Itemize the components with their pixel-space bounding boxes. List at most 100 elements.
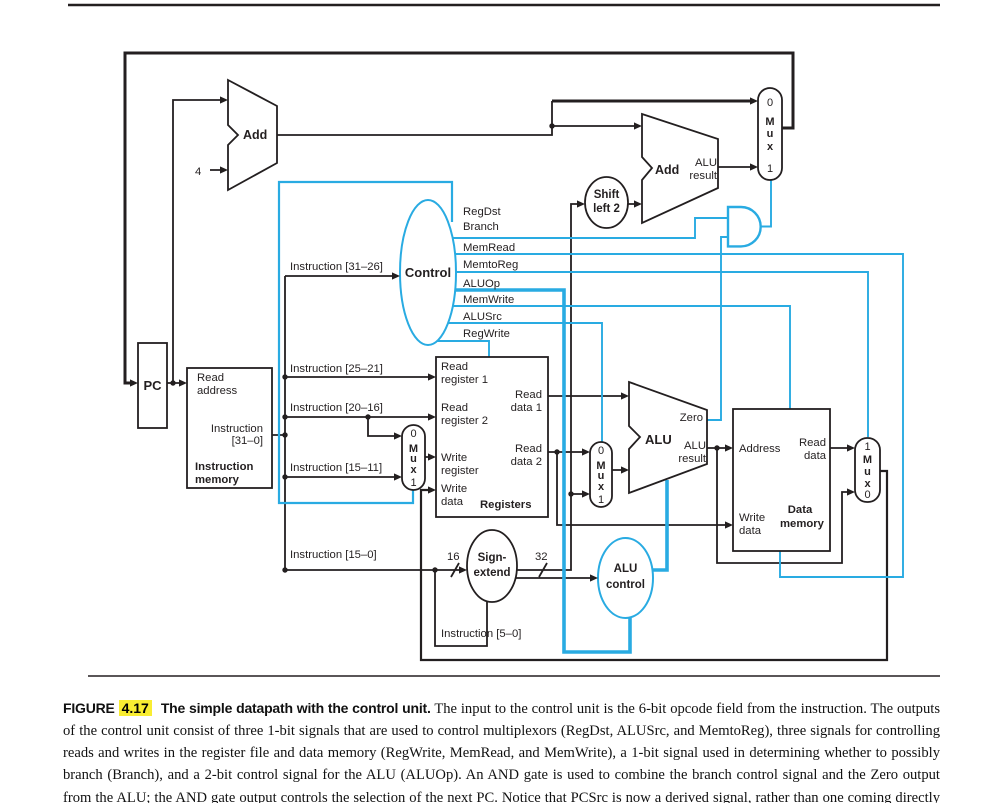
control-wires-thin bbox=[428, 180, 904, 578]
figure-number: 4.17 bbox=[118, 699, 152, 716]
pc-label: PC bbox=[143, 378, 162, 393]
signal-memread: MemRead bbox=[463, 242, 515, 254]
signal-branch: Branch bbox=[463, 221, 499, 233]
reg-write-data-b: data bbox=[441, 496, 464, 508]
instr-25-21-label: Instruction [25–21] bbox=[290, 363, 383, 375]
branch-adder-shape bbox=[641, 112, 719, 225]
regdst-mux-m: M bbox=[409, 443, 418, 455]
regdst-mux-x: x bbox=[410, 464, 417, 476]
signal-aluop: ALUOp bbox=[463, 278, 500, 290]
instruction-memory-box bbox=[186, 367, 273, 489]
reg-write-register-b: register bbox=[441, 465, 479, 477]
alu-label: ALU bbox=[645, 432, 672, 447]
pcsrc-mux bbox=[757, 87, 783, 181]
pc-increment-label: 4 bbox=[195, 166, 201, 178]
branch-adder-result-2: result bbox=[689, 170, 717, 182]
reg-write-data-a: Write bbox=[441, 483, 467, 495]
im-instruction-1: Instruction bbox=[211, 423, 263, 435]
pc-adder-shape bbox=[227, 78, 278, 192]
dm-write-data-a: Write bbox=[739, 512, 765, 524]
branch-adder-result-1: ALU bbox=[695, 157, 717, 169]
reg-read-data-1a: Read bbox=[515, 389, 542, 401]
im-instruction-2: [31–0] bbox=[232, 435, 263, 447]
alusrc-mux-x: x bbox=[598, 481, 605, 493]
shift-left-2-label-1: Shift bbox=[594, 189, 620, 201]
alu-result-2: result bbox=[678, 453, 706, 465]
dm-name-2: memory bbox=[780, 518, 825, 530]
pcsrc-mux-1: 1 bbox=[767, 163, 773, 175]
page-rules bbox=[68, 3, 940, 677]
sign-extend-label-2: extend bbox=[473, 567, 510, 579]
control-label: Control bbox=[405, 265, 451, 280]
wire-labels: Instruction [31–26] Instruction [25–21] … bbox=[195, 166, 548, 640]
alu-control-oval bbox=[597, 537, 654, 619]
alu-control-label-2: control bbox=[606, 579, 645, 591]
signal-regdst: RegDst bbox=[463, 206, 502, 218]
memtoreg-mux-x: x bbox=[864, 478, 871, 490]
im-name-1: Instruction bbox=[195, 461, 253, 473]
add-label: Add bbox=[243, 128, 267, 142]
alusrc-mux-0: 0 bbox=[598, 445, 604, 457]
control-signal-labels: RegDst Branch MemRead MemtoReg ALUOp Mem… bbox=[463, 206, 518, 340]
sign-extend-oval bbox=[466, 529, 518, 603]
regdst-mux-u: u bbox=[410, 453, 417, 465]
pcsrc-mux-u: u bbox=[767, 128, 774, 140]
reg-read-data-1b: data 1 bbox=[511, 402, 542, 414]
alu-control-label-1: ALU bbox=[614, 563, 638, 575]
memtoreg-mux-m: M bbox=[863, 454, 872, 466]
mux-labels: 0 M u x 1 0 M u x 1 0 M u x 1 1 M u x 0 bbox=[409, 97, 872, 506]
datapath-diagram: Instruction [31–26] Instruction [25–21] … bbox=[68, 3, 940, 677]
pcsrc-mux-m: M bbox=[765, 116, 774, 128]
memtoreg-mux bbox=[854, 437, 881, 503]
alu-shape bbox=[628, 380, 708, 495]
dm-name-1: Data bbox=[788, 504, 813, 516]
memtoreg-mux-u: u bbox=[864, 466, 871, 478]
reg-read-data-2b: data 2 bbox=[511, 456, 542, 468]
im-read-address-1: Read bbox=[197, 372, 224, 384]
registers-labels: Read register 1 Read data 1 Read registe… bbox=[441, 361, 542, 511]
reg-read-data-2a: Read bbox=[515, 443, 542, 455]
alusrc-mux bbox=[589, 441, 613, 508]
im-read-address-2: address bbox=[197, 385, 238, 397]
caption-title: The simple datapath with the control uni… bbox=[160, 699, 431, 716]
pc-loop-wires bbox=[123, 51, 795, 385]
writeback-wrap-wire bbox=[419, 469, 889, 662]
regdst-mux bbox=[401, 424, 426, 491]
regdst-frame-wire bbox=[277, 180, 454, 505]
pcsrc-mux-0: 0 bbox=[767, 97, 773, 109]
reg-read-register-1b: register 1 bbox=[441, 374, 488, 386]
alusrc-mux-1: 1 bbox=[598, 494, 604, 506]
bus-width-32-label: 32 bbox=[535, 551, 548, 563]
bus-width-16-label: 16 bbox=[447, 551, 460, 563]
blocks bbox=[137, 78, 881, 603]
memtoreg-mux-0: 0 bbox=[864, 489, 870, 501]
instr-15-11-label: Instruction [15–11] bbox=[290, 462, 382, 474]
alu-zero-label: Zero bbox=[680, 412, 703, 424]
block-labels: PC Add Add ALU result Shift left 2 Contr… bbox=[143, 128, 717, 591]
reg-write-register-a: Write bbox=[441, 452, 467, 464]
data-memory-box bbox=[732, 408, 831, 552]
junction-dots bbox=[170, 123, 720, 573]
signal-memwrite: MemWrite bbox=[463, 294, 514, 306]
instr-31-26-label: Instruction [31–26] bbox=[290, 261, 383, 273]
instr-5-0-label: Instruction [5–0] bbox=[441, 628, 521, 640]
instr-15-0-label: Instruction [15–0] bbox=[290, 549, 377, 561]
reg-read-register-2a: Read bbox=[441, 402, 468, 414]
registers-name: Registers bbox=[480, 499, 532, 511]
control-oval bbox=[399, 199, 457, 346]
signal-alusrc: ALUSrc bbox=[463, 311, 502, 323]
pcsrc-mux-x: x bbox=[767, 141, 774, 153]
memtoreg-mux-1: 1 bbox=[864, 441, 870, 453]
signal-memtoreg: MemtoReg bbox=[463, 259, 518, 271]
sign-extend-label-1: Sign- bbox=[478, 552, 507, 564]
alusrc-mux-labels: 0 M u x 1 bbox=[596, 445, 605, 506]
dm-read-data-a: Read bbox=[799, 437, 826, 449]
data-memory-labels: Address Read data Write data Data memory bbox=[739, 437, 827, 537]
memtoreg-mux-labels: 1 M u x 0 bbox=[863, 441, 872, 501]
dm-address: Address bbox=[739, 443, 781, 455]
regdst-mux-0: 0 bbox=[410, 428, 416, 440]
shift-left-2-oval bbox=[584, 176, 629, 229]
pc-box bbox=[137, 342, 168, 429]
regdst-mux-1: 1 bbox=[410, 477, 416, 489]
